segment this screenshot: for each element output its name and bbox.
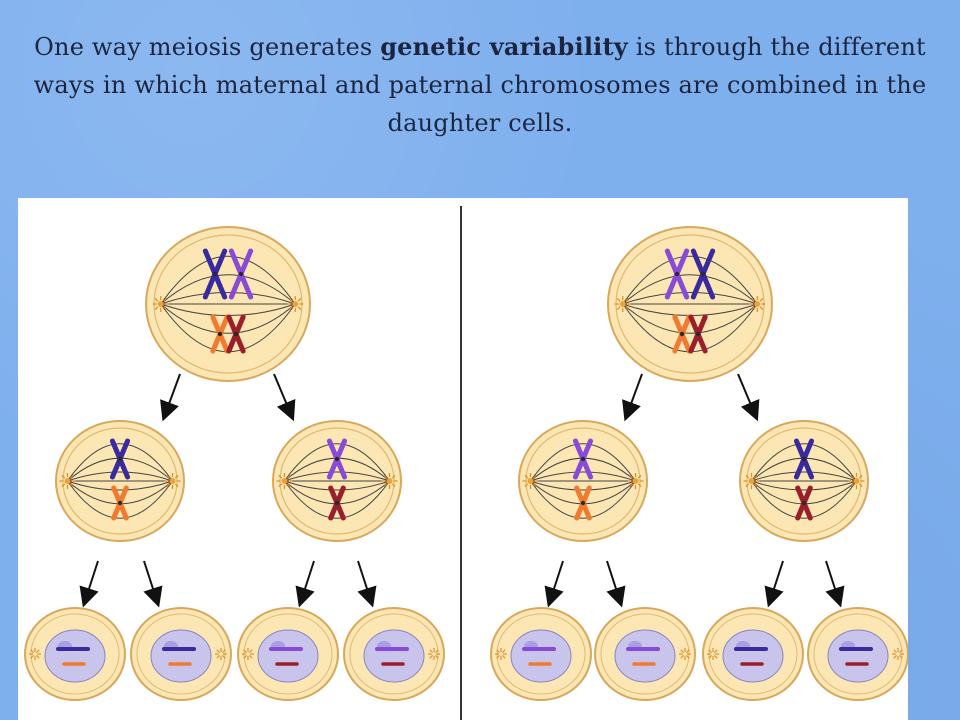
arrow-icon bbox=[606, 560, 626, 608]
centrosome-icon bbox=[428, 648, 440, 660]
chromosome-icon bbox=[109, 438, 131, 480]
centrosome-icon bbox=[276, 473, 293, 489]
cell-icon bbox=[130, 607, 232, 701]
arrow-icon bbox=[295, 560, 315, 608]
chromosome-icon bbox=[210, 314, 230, 354]
chromosome-icon bbox=[328, 485, 346, 521]
centrosome-icon bbox=[679, 648, 691, 660]
chromosome-icon bbox=[572, 438, 594, 480]
nucleus-icon bbox=[614, 629, 676, 683]
cell-icon bbox=[343, 607, 445, 701]
nucleus-icon bbox=[827, 629, 889, 683]
arrow-icon bbox=[357, 560, 377, 608]
cell-icon bbox=[145, 226, 311, 382]
chromosome-icon bbox=[672, 314, 692, 354]
chromosome-icon bbox=[574, 485, 592, 521]
nucleus-icon bbox=[44, 629, 106, 683]
centrosome-icon bbox=[287, 296, 304, 312]
centrosome-icon bbox=[707, 648, 719, 660]
centrosome-icon bbox=[242, 648, 254, 660]
nucleus-icon bbox=[150, 629, 212, 683]
cell-icon bbox=[594, 607, 696, 701]
cell-icon bbox=[607, 226, 773, 382]
centrosome-icon bbox=[152, 296, 169, 312]
chromosome-icon bbox=[226, 314, 246, 354]
centrosome-icon bbox=[614, 296, 631, 312]
cell-icon bbox=[490, 607, 592, 701]
chromosome-icon bbox=[795, 485, 813, 521]
arrow-icon bbox=[79, 560, 99, 608]
cell-icon bbox=[518, 420, 648, 542]
nucleus-icon bbox=[363, 629, 425, 683]
meiosis-diagram bbox=[24, 206, 908, 720]
centrosome-icon bbox=[743, 473, 760, 489]
centrosome-icon bbox=[29, 648, 41, 660]
chromosome-icon bbox=[664, 248, 690, 300]
chromosome-icon bbox=[688, 314, 708, 354]
cell-icon bbox=[55, 420, 185, 542]
centrosome-icon bbox=[627, 473, 644, 489]
arrow-icon bbox=[764, 560, 784, 608]
chromosome-icon bbox=[111, 485, 129, 521]
cell-icon bbox=[807, 607, 908, 701]
cell-icon bbox=[702, 607, 804, 701]
centrosome-icon bbox=[164, 473, 181, 489]
arrow-icon bbox=[273, 373, 296, 422]
cell-icon bbox=[272, 420, 402, 542]
meiosis-figure bbox=[18, 198, 908, 720]
chromosome-icon bbox=[690, 248, 716, 300]
chromosome-icon bbox=[326, 438, 348, 480]
arrow-icon bbox=[160, 373, 181, 422]
caption-text-end: is through the different ways in which m… bbox=[33, 33, 927, 137]
cell-icon bbox=[24, 607, 126, 701]
centrosome-icon bbox=[381, 473, 398, 489]
slide-caption: One way meiosis generates genetic variab… bbox=[16, 28, 944, 142]
arrow-icon bbox=[622, 373, 643, 422]
centrosome-icon bbox=[749, 296, 766, 312]
arrow-icon bbox=[825, 560, 845, 608]
centrosome-icon bbox=[892, 648, 904, 660]
nucleus-icon bbox=[257, 629, 319, 683]
nucleus-icon bbox=[510, 629, 572, 683]
centrosome-icon bbox=[522, 473, 539, 489]
chromosome-icon bbox=[228, 248, 254, 300]
caption-text-start: One way meiosis generates bbox=[34, 33, 381, 61]
chromosome-icon bbox=[202, 248, 228, 300]
nucleus-icon bbox=[722, 629, 784, 683]
cell-icon bbox=[237, 607, 339, 701]
centrosome-icon bbox=[215, 648, 227, 660]
centrosome-icon bbox=[59, 473, 76, 489]
caption-emphasis: genetic variability bbox=[380, 32, 628, 61]
chromosome-icon bbox=[793, 438, 815, 480]
cell-icon bbox=[739, 420, 869, 542]
arrow-icon bbox=[737, 373, 760, 422]
centrosome-icon bbox=[495, 648, 507, 660]
arrow-icon bbox=[544, 560, 564, 608]
arrow-icon bbox=[143, 560, 163, 608]
centrosome-icon bbox=[848, 473, 865, 489]
